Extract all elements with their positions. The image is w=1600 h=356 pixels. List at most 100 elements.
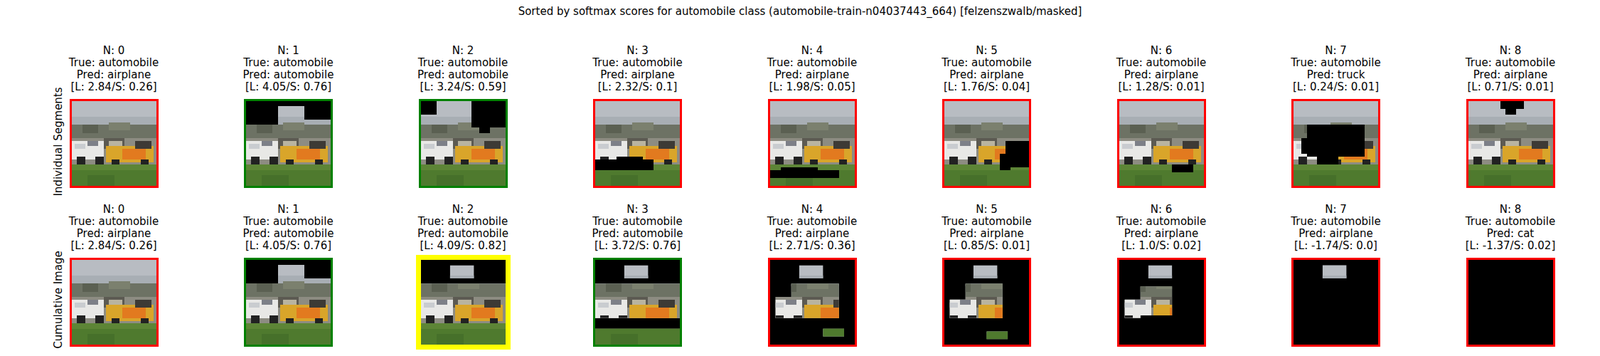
panel-border bbox=[1291, 98, 1381, 188]
panel-border bbox=[593, 257, 682, 347]
masked-image bbox=[595, 259, 680, 345]
masked-image bbox=[246, 259, 331, 345]
panel-title-line: [L: 2.32/S: 0.1] bbox=[598, 81, 678, 94]
panel-title-line: [L: 1.76/S: 0.04] bbox=[943, 81, 1030, 94]
panel-title-line: [L: 4.09/S: 0.82] bbox=[419, 239, 506, 252]
image-panel: N: 8True: automobilePred: airplane[L: 0.… bbox=[1460, 44, 1561, 188]
panel-title-line: Pred: automobile bbox=[243, 227, 335, 240]
panel-title-line: N: 5 bbox=[975, 44, 998, 57]
panel-border bbox=[768, 257, 857, 347]
panel-border bbox=[1117, 257, 1207, 347]
image-panel: N: 5True: automobilePred: airplane[L: 1.… bbox=[937, 44, 1037, 188]
panel-title-line: [L: -1.37/S: 0.02] bbox=[1465, 239, 1556, 252]
panel-border bbox=[69, 257, 159, 347]
panel-title-line: N: 1 bbox=[277, 203, 300, 216]
panel-title-line: Pred: airplane bbox=[1124, 68, 1199, 82]
masked-image bbox=[420, 259, 506, 345]
panel-title-line: Pred: truck bbox=[1307, 68, 1366, 82]
panel-title-line: [L: 3.24/S: 0.59] bbox=[419, 81, 506, 94]
image-panel: N: 5True: automobilePred: airplane[L: 0.… bbox=[937, 203, 1037, 347]
panel-title-line: True: automobile bbox=[243, 215, 333, 228]
panel-title-line: True: automobile bbox=[1465, 56, 1556, 69]
panel-title-line: [L: 0.24/S: 0.01] bbox=[1292, 81, 1379, 94]
image-panel: N: 1True: automobilePred: automobile[L: … bbox=[238, 44, 339, 188]
figure-title: Sorted by softmax scores for automobile … bbox=[0, 4, 1600, 18]
panel-title-line: [L: 4.05/S: 0.76] bbox=[245, 81, 332, 94]
panel-title-line: N: 3 bbox=[626, 44, 649, 57]
panel-title-line: N: 2 bbox=[452, 44, 475, 57]
panel-title-line: [L: 1.28/S: 0.01] bbox=[1117, 81, 1204, 94]
panel-title-line: True: automobile bbox=[767, 56, 857, 69]
panel-title-line: N: 8 bbox=[1499, 203, 1522, 216]
panel-title-line: [L: 0.71/S: 0.01] bbox=[1467, 81, 1554, 94]
panel-title-line: [L: 2.84/S: 0.26] bbox=[70, 239, 157, 252]
panel-title-line: True: automobile bbox=[68, 215, 159, 228]
panel-title-line: True: automobile bbox=[1116, 56, 1207, 69]
panel-title-line: Pred: airplane bbox=[600, 68, 675, 82]
panel-title-line: [L: 0.85/S: 0.01] bbox=[943, 239, 1030, 252]
masked-image bbox=[1293, 259, 1379, 345]
panel-border bbox=[1117, 98, 1207, 188]
masked-image bbox=[944, 100, 1029, 186]
panel-border bbox=[1466, 98, 1556, 188]
image-panel: N: 8True: automobilePred: cat[L: -1.37/S… bbox=[1460, 203, 1561, 347]
panel-title-line: [L: 3.72/S: 0.76] bbox=[594, 239, 681, 252]
image-panel: N: 2True: automobilePred: automobile[L: … bbox=[413, 44, 513, 188]
masked-image bbox=[1119, 100, 1204, 186]
image-panel: N: 0True: automobilePred: airplane[L: 2.… bbox=[64, 203, 164, 347]
panel-title-line: True: automobile bbox=[243, 56, 333, 69]
image-panel: N: 3True: automobilePred: automobile[L: … bbox=[588, 203, 688, 347]
masked-image bbox=[1468, 259, 1554, 345]
panel-title-line: Pred: airplane bbox=[1124, 227, 1199, 240]
image-panel: N: 1True: automobilePred: automobile[L: … bbox=[238, 203, 339, 347]
panel-title-line: True: automobile bbox=[68, 56, 159, 69]
panel-title-line: Pred: airplane bbox=[1473, 68, 1548, 82]
panel-title-line: True: automobile bbox=[941, 56, 1032, 69]
image-panel: N: 7True: automobilePred: truck[L: 0.24/… bbox=[1286, 44, 1386, 188]
masked-image bbox=[770, 259, 855, 345]
panel-title-line: N: 4 bbox=[801, 203, 824, 216]
panel-title-line: Pred: automobile bbox=[417, 227, 509, 240]
panel-title-line: Pred: airplane bbox=[775, 68, 850, 82]
panel-title-line: [L: 2.84/S: 0.26] bbox=[70, 81, 157, 94]
panel-title-line: N: 6 bbox=[1150, 44, 1173, 57]
panel-title-line: [L: 2.71/S: 0.36] bbox=[768, 239, 855, 252]
panel-border bbox=[69, 98, 159, 188]
panel-title-line: [L: 4.05/S: 0.76] bbox=[245, 239, 332, 252]
panel-title-line: [L: 1.0/S: 0.02] bbox=[1121, 239, 1202, 252]
panel-border bbox=[418, 98, 508, 188]
panel-title-line: N: 6 bbox=[1150, 203, 1173, 216]
panel-border bbox=[1291, 257, 1381, 347]
panel-border bbox=[416, 254, 511, 350]
masked-image bbox=[944, 259, 1029, 345]
panel-border bbox=[942, 98, 1032, 188]
masked-image bbox=[1468, 100, 1554, 186]
panel-title-line: True: automobile bbox=[418, 56, 508, 69]
panel-title-line: True: automobile bbox=[592, 56, 682, 69]
panel-title-line: Pred: automobile bbox=[592, 227, 684, 240]
image-panel: N: 4True: automobilePred: airplane[L: 1.… bbox=[762, 44, 862, 188]
panel-title-line: Pred: automobile bbox=[417, 68, 509, 82]
panel-title-line: True: automobile bbox=[1465, 215, 1556, 228]
panel-border bbox=[593, 98, 682, 188]
panel-title-line: True: automobile bbox=[767, 215, 857, 228]
masked-image bbox=[420, 100, 506, 186]
panel-title-line: True: automobile bbox=[1290, 56, 1381, 69]
panel-title-line: N: 3 bbox=[626, 203, 649, 216]
image-panel: N: 2True: automobilePred: automobile[L: … bbox=[413, 203, 513, 350]
row-label: Individual Segments bbox=[51, 86, 65, 196]
panel-title-line: N: 7 bbox=[1324, 203, 1347, 216]
panel-title-line: Pred: airplane bbox=[949, 227, 1024, 240]
image-panel: N: 6True: automobilePred: airplane[L: 1.… bbox=[1111, 44, 1212, 188]
panel-title-line: Pred: airplane bbox=[1298, 227, 1373, 240]
panel-title-line: [L: -1.74/S: 0.0] bbox=[1294, 239, 1378, 252]
image-panel: N: 4True: automobilePred: airplane[L: 2.… bbox=[762, 203, 862, 347]
panel-title-line: N: 4 bbox=[801, 44, 824, 57]
image-panel: N: 3True: automobilePred: airplane[L: 2.… bbox=[588, 44, 688, 188]
panel-title-line: Pred: airplane bbox=[76, 227, 151, 240]
panel-title-line: Pred: cat bbox=[1486, 227, 1535, 240]
masked-image bbox=[1293, 100, 1379, 186]
panel-border bbox=[768, 98, 857, 188]
masked-image bbox=[246, 100, 331, 186]
panel-title-line: True: automobile bbox=[418, 215, 508, 228]
